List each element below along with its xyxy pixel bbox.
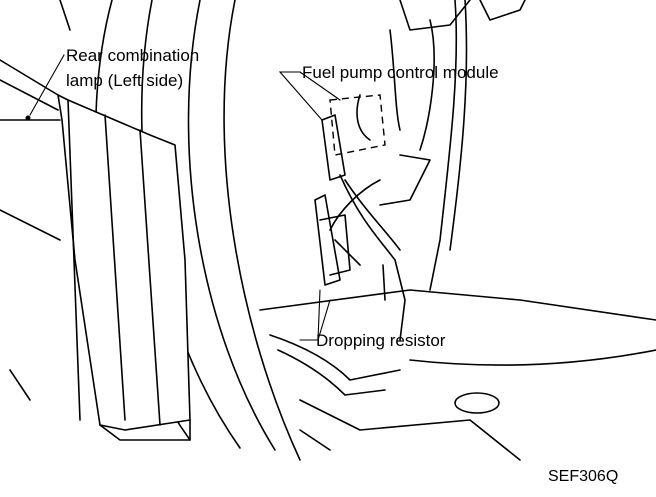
rear-combination-lamp	[0, 59, 191, 441]
wiring-harness	[329, 19, 435, 341]
figure-code: SEF306Q	[548, 468, 619, 485]
rear-lamp-label-line2: lamp (Left side)	[66, 71, 184, 90]
floor-and-pipe	[259, 289, 656, 461]
upper-structure	[389, 0, 526, 291]
fuel-pump-control-module	[321, 94, 386, 181]
dropping-resistor	[314, 194, 361, 286]
leader-lines	[25, 54, 341, 341]
fuel-pump-module-label: Fuel pump control module	[302, 63, 499, 82]
rear-lamp-label-line1: Rear combination	[66, 46, 200, 65]
dropping-resistor-label: Dropping resistor	[316, 331, 446, 350]
